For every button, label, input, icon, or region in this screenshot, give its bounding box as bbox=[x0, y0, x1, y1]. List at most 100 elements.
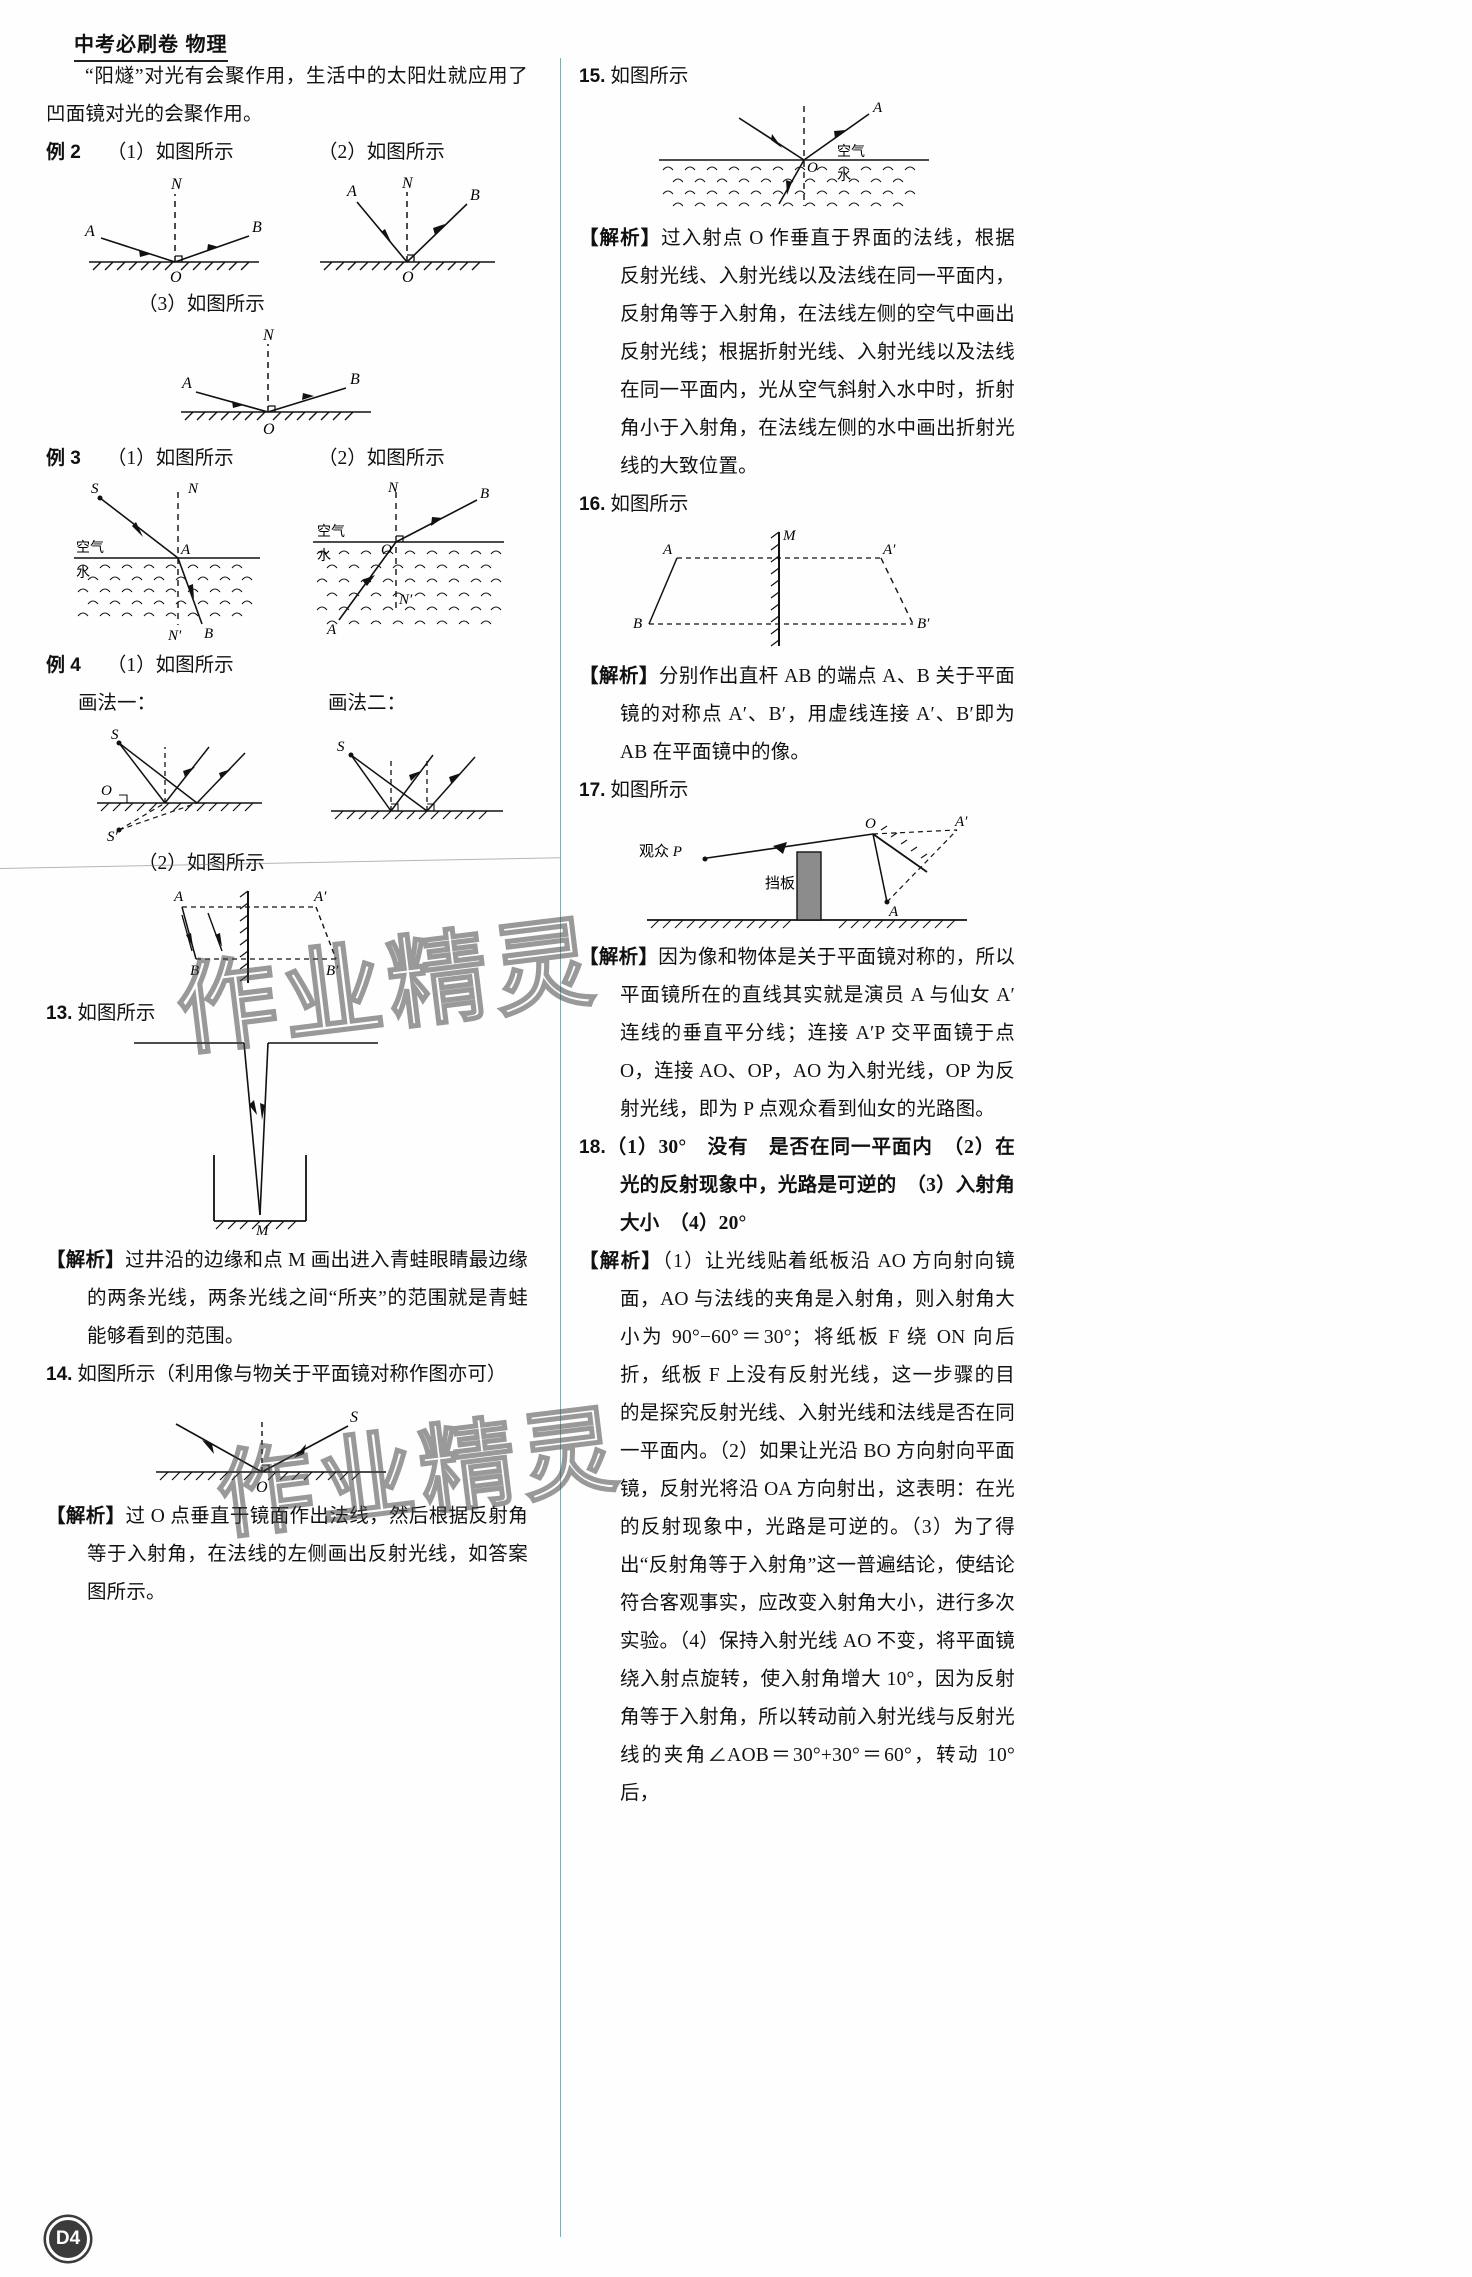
fig-label-water: 水 bbox=[837, 168, 851, 184]
left-column: “阳燧”对光有会聚作用，生活中的太阳灶就应用了凹面镜对光的会聚作用。 例 2 （… bbox=[46, 58, 546, 2237]
fig-label-A: A bbox=[888, 904, 899, 920]
fig-label-audience: 观众 P bbox=[639, 843, 682, 860]
q17-explain: 【解析】因为像和物体是关于平面镜对称的，所以平面镜所在的直线其实就是演员 A 与… bbox=[579, 939, 1015, 1129]
right-column: 15. 如图所示 A 空气 bbox=[575, 58, 1015, 2237]
fig-label-B: B bbox=[252, 219, 262, 236]
q16-heading: 16. 如图所示 bbox=[579, 486, 1015, 524]
q17-explain-text: 因为像和物体是关于平面镜对称的，所以平面镜所在的直线其实就是演员 A 与仙女 A… bbox=[619, 947, 1015, 1120]
example4-method1: 画法一： bbox=[78, 693, 157, 714]
q17-answer: 如图所示 bbox=[610, 780, 689, 801]
example3-figure2: 空气 水 N B O N′ A bbox=[313, 480, 505, 638]
example3-heading: 例 3 （1）如图所示 （2）如图所示 bbox=[46, 440, 528, 478]
q16-figure: M A A′ B B′ bbox=[633, 528, 930, 647]
q13-figure: M bbox=[134, 1042, 378, 1239]
q13-heading: 13. 如图所示 bbox=[46, 995, 528, 1033]
fig-label-M: M bbox=[782, 528, 797, 544]
q14-explain-label: 【解析】 bbox=[46, 1506, 126, 1527]
fig-label-A: A bbox=[872, 100, 883, 116]
fig-label-S: S bbox=[91, 481, 99, 497]
fig-label-air: 空气 bbox=[76, 540, 104, 556]
q13-explain: 【解析】过井沿的边缘和点 M 画出进入青蛙眼睛最边缘的两条光线，两条光线之间“所… bbox=[46, 1242, 528, 1356]
q13-explain-text: 过井沿的边缘和点 M 画出进入青蛙眼睛最边缘的两条光线，两条光线之间“所夹”的范… bbox=[86, 1250, 528, 1347]
fig-label-O: O bbox=[865, 816, 876, 832]
fig-label-A: A bbox=[173, 889, 184, 905]
fig-label-Bprime: B′ bbox=[917, 616, 930, 632]
fig-label-N: N bbox=[401, 175, 414, 192]
q15-explain: 【解析】过入射点 O 作垂直于界面的法线，根据反射光线、入射光线以及法线在同一平… bbox=[579, 220, 1015, 486]
example3-figure-row: S N 空气 水 A N′ B bbox=[46, 478, 528, 647]
q15-heading: 15. 如图所示 bbox=[579, 58, 1015, 96]
example2-figure3: N A B O bbox=[181, 327, 371, 438]
column-divider bbox=[560, 58, 561, 2237]
q15-figure: A 空气 水 O bbox=[659, 100, 929, 207]
example2-item2: （2）如图所示 bbox=[318, 142, 445, 163]
example4-method2: 画法二： bbox=[328, 693, 407, 714]
fig-label-Aprime: A′ bbox=[954, 814, 968, 830]
fig-label-A: A bbox=[326, 622, 337, 638]
q15-number: 15. bbox=[579, 66, 606, 87]
fig-label-N: N bbox=[262, 327, 275, 344]
fig-label-A: A bbox=[84, 223, 95, 240]
fig-label-Aprime: A′ bbox=[313, 889, 327, 905]
page-header: 中考必刷卷 物理 bbox=[74, 28, 228, 62]
intro-paragraph: “阳燧”对光有会聚作用，生活中的太阳灶就应用了凹面镜对光的会聚作用。 bbox=[46, 66, 528, 125]
fig-label-water: 水 bbox=[76, 565, 90, 581]
example2-label: 例 2 bbox=[46, 142, 81, 163]
example4-figure3: A A′ B B′ bbox=[173, 889, 339, 983]
fig-label-A: A bbox=[662, 542, 673, 558]
example4-item2: （2）如图所示 bbox=[138, 853, 265, 874]
example2-figure1: N A B O bbox=[84, 176, 262, 284]
q14-number: 14. bbox=[46, 1364, 73, 1385]
q17-figure: 观众 P 挡板 O A A′ bbox=[639, 814, 968, 929]
q15-explain-label: 【解析】 bbox=[579, 228, 662, 249]
example3-figure1: S N 空气 水 A N′ B bbox=[73, 481, 260, 644]
example4-methods: 画法一： 画法二： bbox=[46, 685, 528, 723]
example4-figure2: S bbox=[330, 739, 503, 820]
q13-explain-label: 【解析】 bbox=[46, 1250, 125, 1271]
q13-answer: 如图所示 bbox=[77, 1003, 156, 1024]
fig-label-A: A bbox=[346, 183, 357, 200]
fig-label-water: 水 bbox=[317, 548, 331, 564]
fig-label-N: N bbox=[187, 481, 199, 497]
q17-heading: 17. 如图所示 bbox=[579, 772, 1015, 810]
fig-label-O: O bbox=[807, 160, 818, 176]
fig-label-Aprime: A′ bbox=[882, 542, 896, 558]
example3-label: 例 3 bbox=[46, 448, 81, 469]
fig-label-B: B bbox=[190, 963, 199, 979]
q14-explain-text: 过 O 点垂直于镜面作出法线，然后根据反射角等于入射角，在法线的左侧画出反射光线… bbox=[86, 1506, 528, 1603]
q17-number: 17. bbox=[579, 780, 606, 801]
example4-label: 例 4 bbox=[46, 655, 81, 676]
fig-label-air: 空气 bbox=[837, 144, 865, 160]
fig-label-Bprime: B′ bbox=[326, 963, 339, 979]
fig-label-O: O bbox=[101, 783, 112, 799]
fig-label-Sprime: S′ bbox=[107, 829, 119, 843]
example2-item3: （3）如图所示 bbox=[138, 294, 265, 315]
fig-label-S: S bbox=[111, 727, 119, 743]
q16-explain: 【解析】分别作出直杆 AB 的端点 A、B 关于平面镜的对称点 A′、B′，用虚… bbox=[579, 658, 1015, 772]
fig-label-O: O bbox=[263, 421, 275, 438]
example2-figure-row: N A B O bbox=[46, 172, 528, 286]
example4-heading: 例 4 （1）如图所示 bbox=[46, 647, 528, 685]
fig-label-O: O bbox=[381, 542, 392, 558]
example2-item1: （1）如图所示 bbox=[106, 142, 234, 163]
q16-number: 16. bbox=[579, 494, 606, 515]
fig-label-Nprime: N′ bbox=[167, 628, 182, 644]
fig-label-air: 空气 bbox=[317, 524, 345, 540]
fig-label-O: O bbox=[256, 1479, 268, 1496]
q18-explain-label: 【解析】 bbox=[579, 1251, 663, 1272]
fig-label-B: B bbox=[470, 187, 480, 204]
q14-answer: 如图所示（利用像与物关于平面镜对称作图亦可） bbox=[77, 1364, 507, 1385]
q16-answer: 如图所示 bbox=[610, 494, 689, 515]
example2-heading: 例 2 （1）如图所示 （2）如图所示 bbox=[46, 134, 528, 172]
fig-label-board: 挡板 bbox=[765, 874, 795, 892]
example3-item1: （1）如图所示 bbox=[106, 448, 234, 469]
q18-explain: 【解析】（1）让光线贴着纸板沿 AO 方向射向镜面，AO 与法线的夹角是入射角，… bbox=[579, 1243, 1015, 1813]
fig-label-B: B bbox=[633, 616, 642, 632]
fig-label-B: B bbox=[350, 371, 360, 388]
q16-explain-label: 【解析】 bbox=[579, 666, 659, 687]
example4-figure-row: S O S′ bbox=[46, 723, 528, 845]
q14-explain: 【解析】过 O 点垂直于镜面作出法线，然后根据反射角等于入射角，在法线的左侧画出… bbox=[46, 1498, 528, 1612]
fig-label-S: S bbox=[350, 1409, 358, 1426]
page-number-badge: D4 bbox=[46, 2217, 90, 2261]
